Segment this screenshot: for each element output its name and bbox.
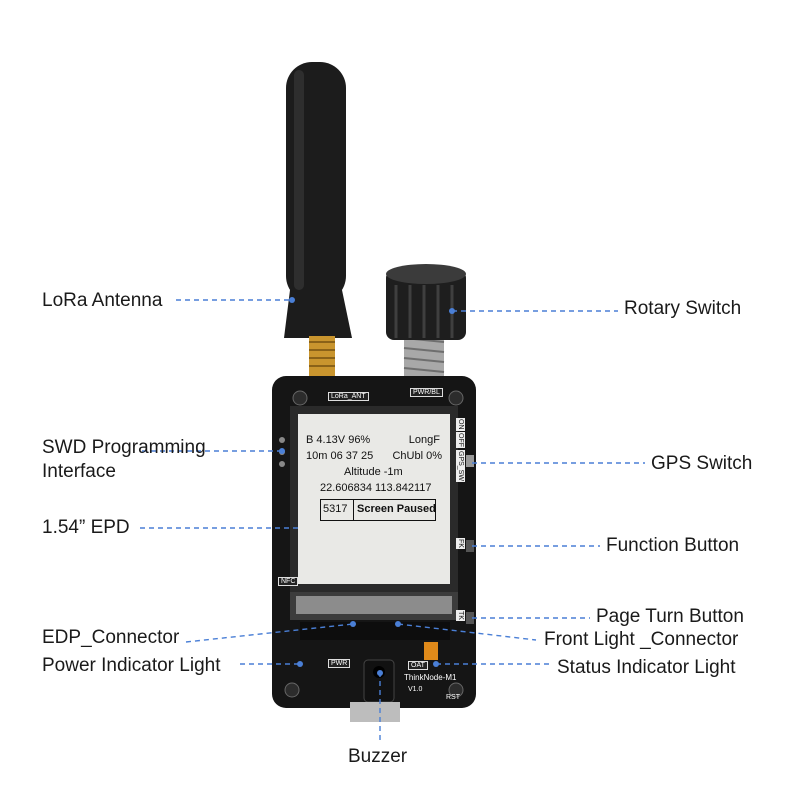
pcb-label-oat: OAT: [408, 661, 428, 670]
label-epd: 1.54” EPD: [42, 517, 130, 538]
epd-screen: B 4.13V 96% LongF 10m 06 37 25 ChUbl 0% …: [298, 414, 450, 584]
label-function-button: Function Button: [606, 535, 740, 556]
chutil-readout: ChUbl 0%: [392, 450, 442, 462]
label-edp-connector: EDP_Connector: [42, 627, 180, 648]
node-id: 5317: [323, 503, 348, 515]
altitude-readout: Altitude -1m: [344, 466, 403, 478]
label-page-turn-button: Page Turn Button: [596, 606, 744, 627]
leader-dots: [279, 297, 455, 676]
label-front-light-connector: Front Light _Connector: [544, 629, 739, 650]
coords-readout: 22.606834 113.842117: [320, 482, 432, 494]
label-lora-antenna: LoRa Antenna: [42, 290, 163, 311]
pcb-label-lora-ant: LoRa_ANT: [328, 392, 369, 401]
label-status-indicator: Status Indicator Light: [557, 657, 736, 678]
status-divider: [353, 500, 354, 520]
pcb-label-rst: RST: [446, 694, 460, 701]
pcb-label-nfc: NFC: [278, 577, 299, 586]
pcb-label-on: ON: [456, 418, 465, 431]
label-rotary-switch: Rotary Switch: [624, 298, 742, 319]
rotary-switch-graphic: [386, 264, 466, 380]
status-box: 5317 Screen Paused: [320, 499, 436, 521]
pcb-label-version: V1.0: [408, 686, 423, 693]
time-readout: 10m 06 37 25: [306, 450, 374, 462]
label-buzzer: Buzzer: [348, 746, 408, 767]
label-power-indicator: Power Indicator Light: [42, 655, 221, 676]
pcb-label-model: ThinkNode-M1: [404, 673, 457, 682]
pcb-label-pwr: PWR: [328, 659, 351, 668]
pcb-label-tk: TK: [456, 610, 465, 621]
label-gps-switch: GPS Switch: [651, 453, 753, 474]
pcb-label-off: OFF: [456, 432, 465, 448]
status-text: Screen Paused: [357, 503, 436, 515]
pcb-label-gps-sw: GPS_SW: [456, 450, 465, 482]
antenna-graphic: [284, 62, 352, 376]
mode-readout: LongF: [408, 434, 440, 446]
pcb-label-fk: FK: [456, 538, 465, 549]
label-swd-line1: SWD Programming: [42, 437, 206, 458]
leader-lines: [140, 299, 645, 740]
pcb-label-pwr-bl: PWR/BL: [410, 388, 443, 397]
label-swd-line2: Interface: [42, 461, 116, 482]
battery-readout: B 4.13V 96%: [306, 434, 371, 446]
